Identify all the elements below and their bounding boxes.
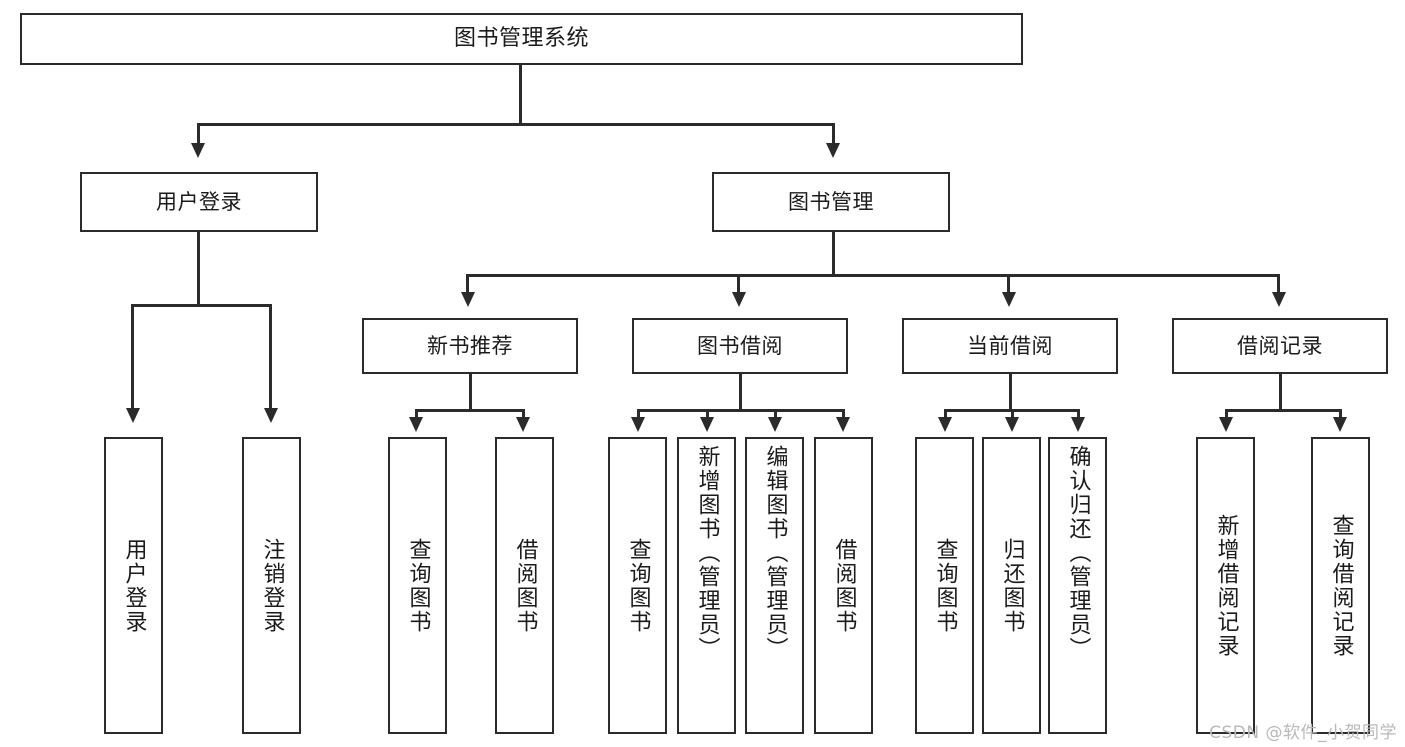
connector-book-manage-bus	[466, 274, 1280, 277]
node-leaf-confirm-return[interactable]: 确认归还（管理员）	[1048, 437, 1107, 734]
node-current-borrow-label: 当前借阅	[967, 333, 1053, 358]
node-leaf-add-record[interactable]: 新增借阅记录	[1196, 437, 1255, 734]
connector-l3-drop-2	[737, 274, 740, 294]
connector-bb-trunk	[739, 374, 742, 412]
connector-l3-drop-3	[1007, 274, 1010, 294]
arrow-to-leaf-borrow-book-2	[836, 417, 850, 432]
connector-root-bus	[197, 123, 834, 126]
node-leaf-logout-login-label: 注销登录	[259, 537, 285, 634]
arrow-to-book-manage	[826, 143, 840, 158]
node-root-label: 图书管理系统	[453, 26, 589, 52]
node-leaf-edit-book-label: 编辑图书（管理员）	[762, 445, 788, 661]
node-book-manage[interactable]: 图书管理	[712, 172, 950, 232]
arrow-to-leaf-user-login	[126, 408, 140, 423]
node-leaf-borrow-book-1-label: 借阅图书	[512, 537, 538, 634]
node-leaf-logout-login[interactable]: 注销登录	[242, 437, 301, 734]
connector-nbr-bus	[415, 409, 525, 412]
node-leaf-return-book[interactable]: 归还图书	[982, 437, 1041, 734]
arrow-to-leaf-edit-book	[768, 417, 782, 432]
arrow-to-borrow-record	[1272, 292, 1286, 307]
node-leaf-add-record-label: 新增借阅记录	[1213, 513, 1239, 658]
arrow-to-leaf-confirm-return	[1071, 417, 1085, 432]
connector-l3-drop-1	[466, 274, 469, 294]
node-leaf-query-record[interactable]: 查询借阅记录	[1311, 437, 1370, 734]
connector-root-drop-right	[832, 123, 835, 145]
connector-l3-drop-4	[1277, 274, 1280, 294]
arrow-to-leaf-query-record	[1333, 417, 1347, 432]
node-leaf-query-book-3[interactable]: 查询图书	[915, 437, 974, 734]
arrow-to-new-book-recommend	[461, 292, 475, 307]
node-leaf-add-book-label: 新增图书（管理员）	[694, 445, 720, 661]
node-user-login[interactable]: 用户登录	[80, 172, 318, 232]
connector-bb-drop-3	[774, 409, 777, 419]
connector-br-bus	[1225, 409, 1342, 412]
node-leaf-borrow-book-1[interactable]: 借阅图书	[495, 437, 554, 734]
connector-nbr-drop-1	[415, 409, 418, 419]
connector-nbr-trunk	[469, 374, 472, 412]
node-leaf-query-book-1-label: 查询图书	[405, 537, 431, 634]
connector-cb-drop-2	[1011, 409, 1014, 419]
connector-br-drop-1	[1225, 409, 1228, 419]
node-leaf-confirm-return-label: 确认归还（管理员）	[1065, 445, 1091, 661]
node-leaf-query-record-label: 查询借阅记录	[1328, 513, 1354, 658]
arrow-to-leaf-query-book-2	[631, 417, 645, 432]
node-leaf-query-book-2[interactable]: 查询图书	[608, 437, 667, 734]
node-book-borrow-label: 图书借阅	[697, 333, 783, 358]
node-leaf-borrow-book-2[interactable]: 借阅图书	[814, 437, 873, 734]
arrow-to-current-borrow	[1002, 292, 1016, 307]
connector-user-login-bus	[131, 304, 269, 307]
connector-nbr-drop-2	[522, 409, 525, 419]
node-book-manage-label: 图书管理	[788, 189, 874, 214]
node-leaf-borrow-book-2-label: 借阅图书	[831, 537, 857, 634]
node-root[interactable]: 图书管理系统	[20, 13, 1023, 65]
node-leaf-user-login[interactable]: 用户登录	[104, 437, 163, 734]
node-current-borrow[interactable]: 当前借阅	[902, 318, 1118, 374]
node-leaf-return-book-label: 归还图书	[999, 537, 1025, 634]
connector-root-drop-left	[197, 123, 200, 145]
connector-user-login-trunk	[197, 232, 200, 306]
node-leaf-query-book-3-label: 查询图书	[932, 537, 958, 634]
node-book-borrow[interactable]: 图书借阅	[632, 318, 848, 374]
arrow-to-leaf-add-record	[1219, 417, 1233, 432]
connector-bb-bus	[637, 409, 844, 412]
arrow-to-leaf-query-book-1	[409, 417, 423, 432]
arrow-to-leaf-query-book-3	[938, 417, 952, 432]
connector-user-login-drop-1	[131, 304, 134, 410]
arrow-to-leaf-add-book	[700, 417, 714, 432]
connector-bb-drop-4	[842, 409, 845, 419]
arrow-to-user-login	[191, 143, 205, 158]
connector-cb-drop-3	[1077, 409, 1080, 419]
node-leaf-user-login-label: 用户登录	[121, 537, 147, 634]
node-leaf-add-book[interactable]: 新增图书（管理员）	[677, 437, 736, 734]
node-leaf-edit-book[interactable]: 编辑图书（管理员）	[745, 437, 804, 734]
connector-cb-drop-1	[944, 409, 947, 419]
node-user-login-label: 用户登录	[156, 189, 242, 214]
connector-bb-drop-1	[637, 409, 640, 419]
node-borrow-record-label: 借阅记录	[1237, 333, 1323, 358]
arrow-to-leaf-logout-login	[264, 408, 278, 423]
node-new-book-recommend[interactable]: 新书推荐	[362, 318, 578, 374]
connector-book-manage-trunk	[832, 232, 835, 276]
connector-br-trunk	[1279, 374, 1282, 412]
connector-user-login-drop-2	[269, 304, 272, 410]
node-leaf-query-book-2-label: 查询图书	[625, 537, 651, 634]
node-new-book-recommend-label: 新书推荐	[427, 333, 513, 358]
connector-br-drop-2	[1339, 409, 1342, 419]
arrow-to-leaf-borrow-book-1	[516, 417, 530, 432]
watermark-text: CSDN @软件_小贺同学	[1209, 723, 1397, 743]
connector-root-trunk	[519, 65, 522, 125]
arrow-to-leaf-return-book	[1005, 417, 1019, 432]
node-borrow-record[interactable]: 借阅记录	[1172, 318, 1388, 374]
node-leaf-query-book-1[interactable]: 查询图书	[388, 437, 447, 734]
connector-bb-drop-2	[706, 409, 709, 419]
connector-cb-trunk	[1009, 374, 1012, 412]
arrow-to-book-borrow	[732, 292, 746, 307]
